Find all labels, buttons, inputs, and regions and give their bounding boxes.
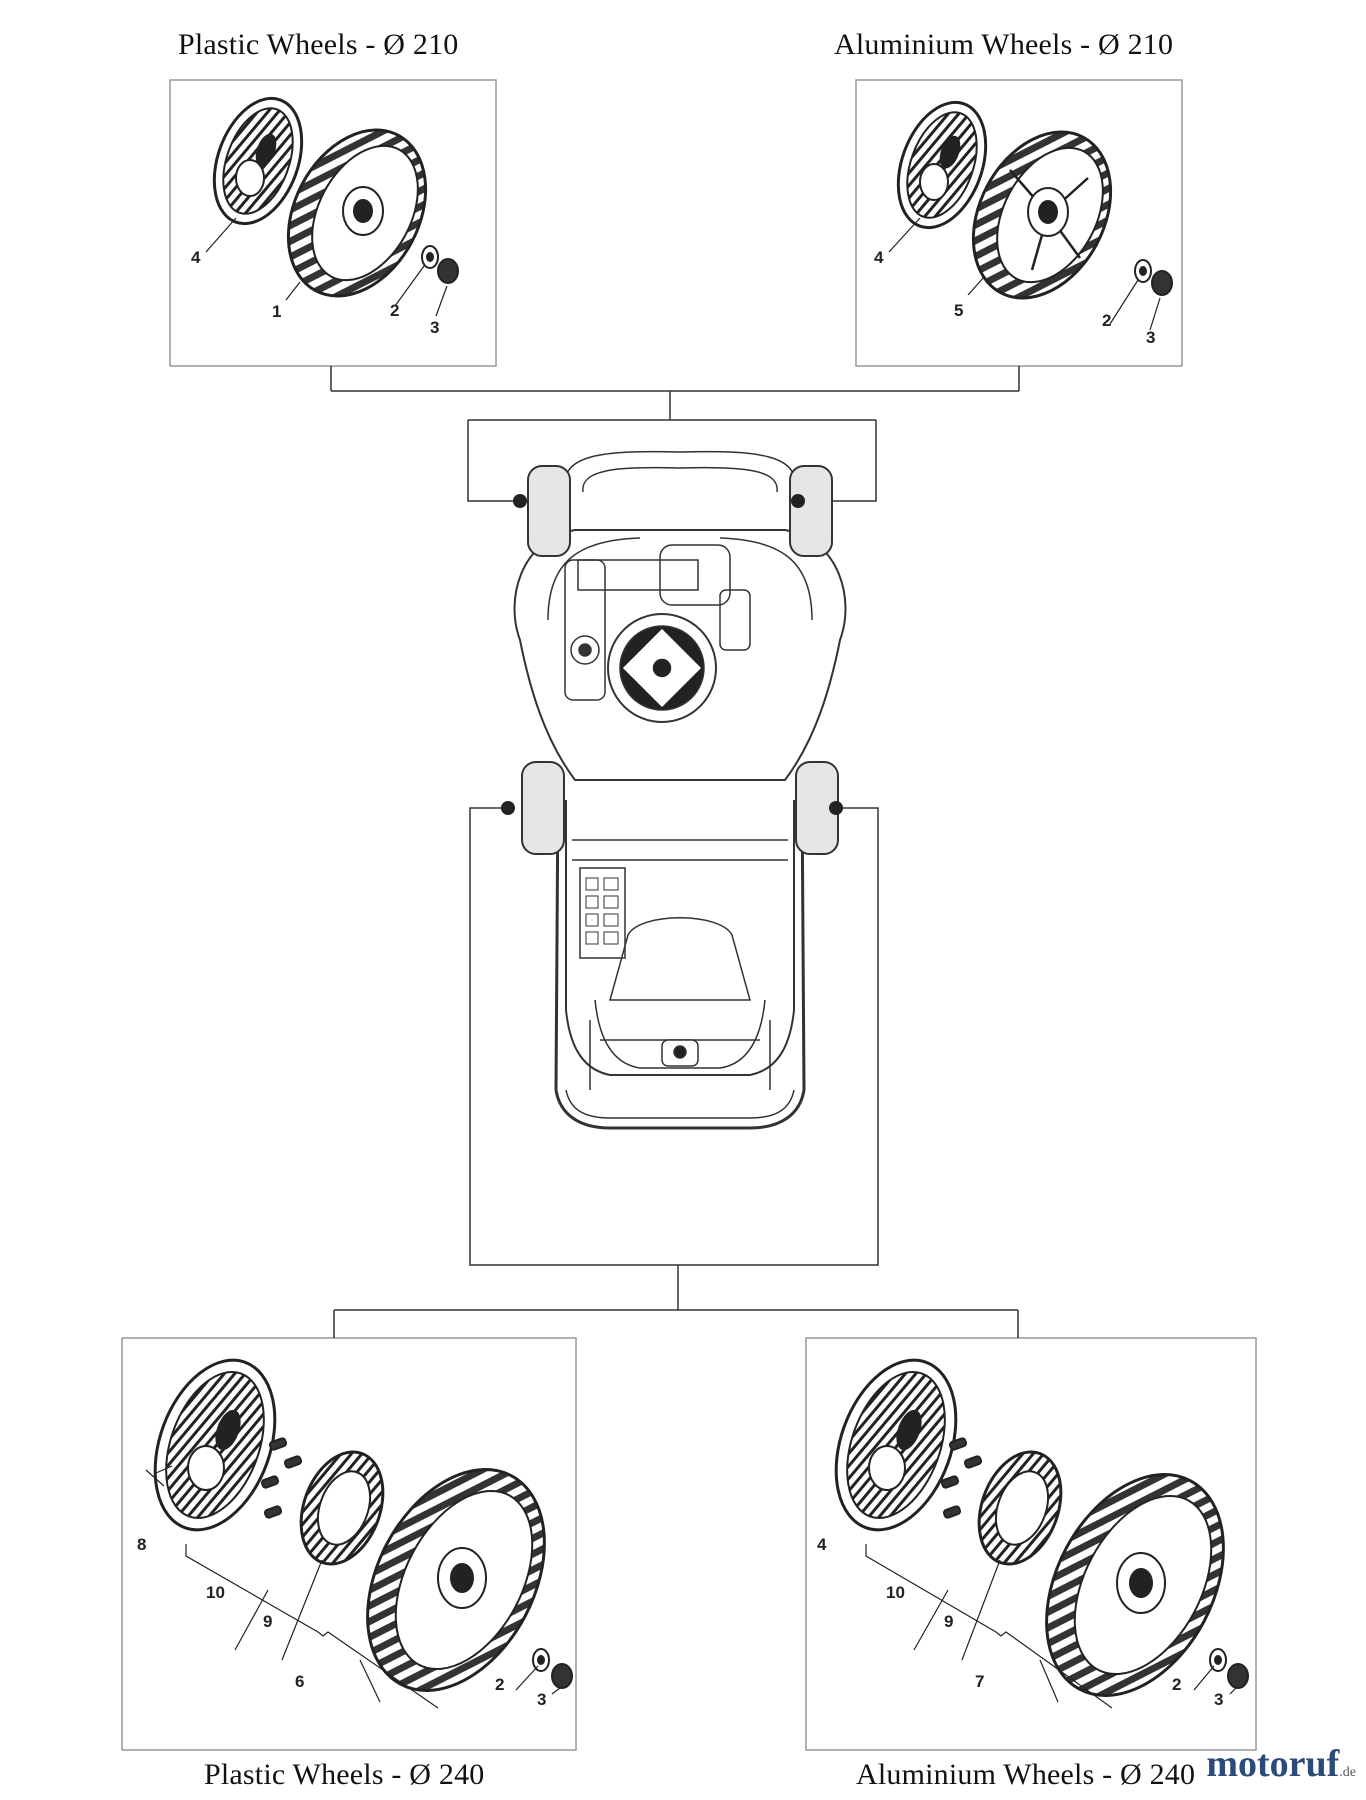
callout-tr-4: 4 [874,248,884,267]
callout-tl-2: 2 [390,301,399,320]
title-plastic-wheels-210: Plastic Wheels - Ø 210 [178,28,459,61]
lawnmower-top-view [513,450,847,1130]
callout-bl-2: 2 [495,1675,504,1694]
connector-lines [330,366,1020,1338]
callout-br-10: 10 [886,1583,905,1602]
callout-bl-10: 10 [206,1583,225,1602]
callout-br-2: 2 [1172,1675,1181,1694]
callout-tl-1: 1 [272,302,281,321]
title-plastic-wheels-240: Plastic Wheels - Ø 240 [204,1758,485,1791]
frame-top-left [169,79,497,367]
callout-br-7: 7 [975,1672,984,1691]
watermark-name: motoruf [1206,1743,1340,1785]
callout-br-9: 9 [944,1612,953,1631]
callout-bl-8: 8 [137,1535,146,1554]
callout-tl-3: 3 [430,318,439,337]
callout-br-3: 3 [1214,1690,1223,1709]
callout-tl-4: 4 [191,248,201,267]
panel-aluminium-wheels-210: 4 5 2 3 [874,100,1173,347]
frame-bottom-right [805,1337,1257,1751]
callout-tr-3: 3 [1146,328,1155,347]
panel-plastic-wheels-240: 8 10 9 6 2 3 [137,1358,573,1709]
callout-tr-2: 2 [1102,311,1111,330]
frame-bottom-left [121,1337,577,1751]
panel-plastic-wheels-210: 4 1 2 3 [191,96,459,337]
callout-br-4: 4 [817,1535,827,1554]
watermark-tld: .de [1339,1765,1356,1780]
callout-tr-5: 5 [954,301,963,320]
callout-bl-6: 6 [295,1672,304,1691]
wheel-connector-dots [501,494,843,815]
motoruf-watermark: motoruf.de [1206,1742,1356,1786]
title-aluminium-wheels-240: Aluminium Wheels - Ø 240 [856,1758,1196,1791]
panel-aluminium-wheels-240: 4 10 9 7 2 3 [817,1358,1249,1709]
callout-bl-3: 3 [537,1690,546,1709]
title-aluminium-wheels-210: Aluminium Wheels - Ø 210 [834,28,1174,61]
callout-bl-9: 9 [263,1612,272,1631]
